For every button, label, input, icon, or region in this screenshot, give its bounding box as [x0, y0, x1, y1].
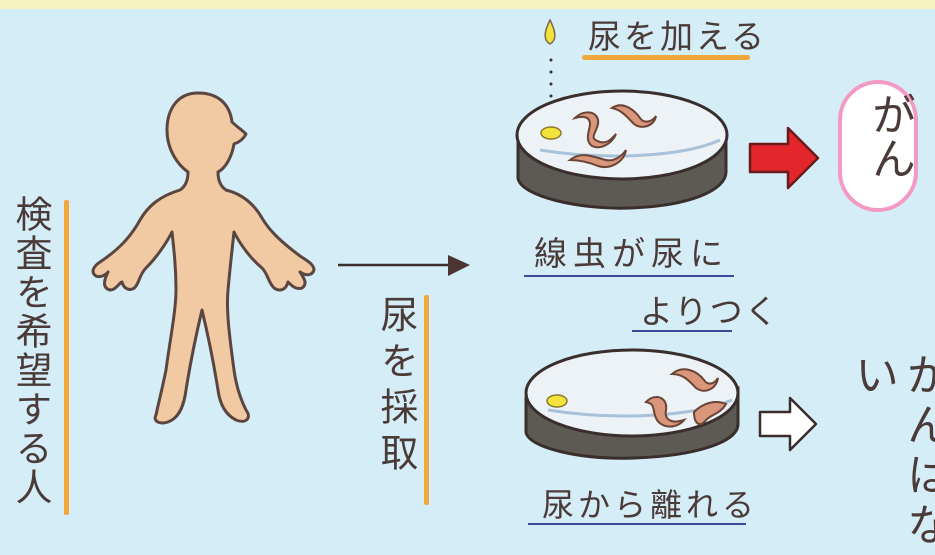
petri-dish-bottom-icon	[524, 348, 740, 460]
cancer-label: がん	[864, 92, 915, 180]
petri-dish-top-icon	[515, 89, 729, 210]
attracted-label-line2: よりつく	[640, 292, 780, 331]
no-cancer-label: がんはない	[847, 352, 935, 552]
add-urine-underline	[582, 55, 750, 60]
red-arrow-icon	[748, 126, 820, 190]
nematode-icon	[643, 368, 728, 428]
move-away-label: 尿から離れる	[542, 486, 759, 524]
person-label: 検査を希望する人	[9, 195, 52, 507]
add-urine-label: 尿を加える	[588, 17, 768, 56]
attracted-underline-1	[524, 275, 734, 277]
attracted-underline-2	[632, 330, 732, 332]
top-band	[0, 0, 935, 9]
outline-arrow-icon	[758, 396, 818, 452]
move-away-underline	[528, 523, 746, 525]
attracted-label-line1: 線虫が尿に	[534, 234, 729, 273]
person-figure-icon	[91, 91, 316, 425]
collect-urine-label: 尿を採取	[374, 295, 418, 479]
collect-label-highlight	[424, 295, 429, 505]
nematode-icon	[567, 104, 657, 168]
collect-arrow	[338, 255, 470, 276]
cancer-badge	[838, 80, 918, 212]
person-label-highlight	[64, 200, 69, 515]
